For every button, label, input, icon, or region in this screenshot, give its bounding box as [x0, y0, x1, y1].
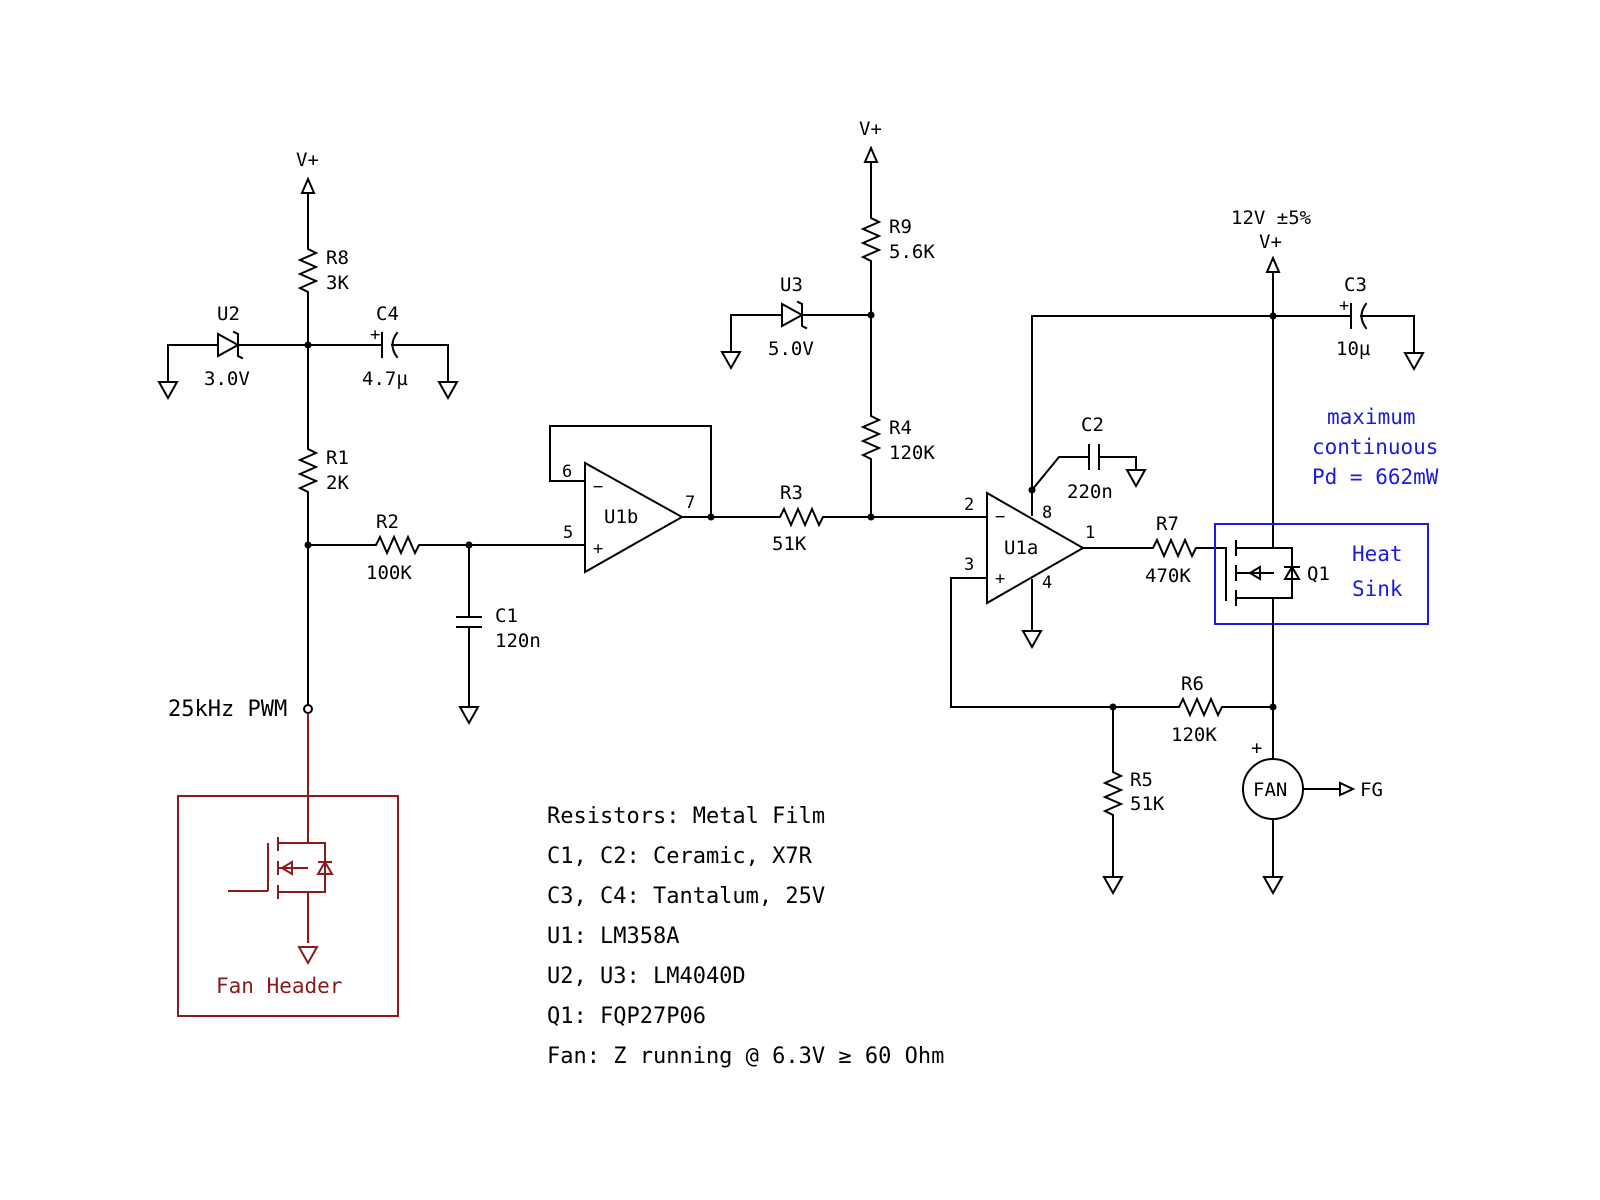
capacitor-c1: C1 120n [456, 544, 541, 724]
u1a-plus: + [995, 569, 1005, 589]
r1-value: 2K [326, 472, 349, 494]
c1-value: 120n [495, 630, 541, 652]
u1b-pin7: 7 [685, 493, 695, 513]
c4-ref: C4 [376, 303, 399, 325]
r2-ref: R2 [376, 511, 399, 533]
resistor-r3: R3 51K [710, 482, 872, 555]
r6-value: 120K [1171, 724, 1217, 746]
resistor-r6: R6 120K [1112, 673, 1274, 746]
resistor-r5: R5 51K [1102, 706, 1165, 894]
r7-ref: R7 [1156, 513, 1179, 535]
resistor-r1: R1 2K [297, 344, 349, 546]
c3-value: 10µ [1336, 338, 1370, 360]
r6-ref: R6 [1181, 673, 1204, 695]
fan-header-box [177, 795, 399, 1017]
component-notes: Resistors: Metal Film C1, C2: Ceramic, X… [547, 804, 944, 1069]
fan-label: FAN [1253, 779, 1287, 801]
resistor-r9: R9 5.6K [860, 211, 935, 316]
vplus-rail-left: V+ [296, 149, 319, 244]
note-c3-c4: C3, C4: Tantalum, 25V [547, 884, 825, 909]
c4-value: 4.7µ [362, 368, 408, 390]
capacitor-c3: + C3 10µ [1272, 274, 1424, 370]
u3-value: 5.0V [768, 338, 814, 360]
supply-12v-label: 12V ±5% [1231, 207, 1312, 229]
c2-value: 220n [1067, 481, 1113, 503]
u1b-plus: + [593, 539, 603, 559]
resistor-r2: R2 100K [307, 511, 470, 584]
opamp-u1a: − + U1a 2 3 8 4 1 [870, 315, 1114, 708]
heatsink-label-2: Sink [1352, 577, 1403, 601]
u1a-pin8: 8 [1042, 503, 1052, 523]
u1b-ref: U1b [604, 506, 638, 528]
r3-value: 51K [772, 533, 807, 555]
u1a-pin1: 1 [1085, 523, 1095, 543]
note-fan: Fan: Z running @ 6.3V ≥ 60 Ohm [547, 1044, 944, 1069]
junctions [304, 311, 1277, 711]
note-c1-c2: C1, C2: Ceramic, X7R [547, 844, 813, 869]
resistor-r4: R4 120K [860, 314, 935, 518]
heatsink-box [1214, 523, 1429, 625]
r7-value: 470K [1145, 565, 1191, 587]
vplus-label: V+ [296, 149, 319, 171]
fan-header: Fan Header [177, 713, 399, 1017]
c2-ref: C2 [1081, 414, 1104, 436]
mosfet-q1: Heat Sink Q1 [1214, 523, 1429, 708]
u2-value: 3.0V [204, 368, 250, 390]
note-u1: U1: LM358A [547, 924, 679, 949]
r2-value: 100K [366, 562, 412, 584]
u1b-pin6: 6 [562, 462, 572, 482]
u1a-pin2: 2 [964, 495, 974, 515]
r4-ref: R4 [889, 417, 912, 439]
c3-ref: C3 [1344, 274, 1367, 296]
c1-ref: C1 [495, 605, 518, 627]
note-resistors: Resistors: Metal Film [547, 804, 825, 829]
r4-value: 120K [889, 442, 935, 464]
vplus-label: V+ [1259, 231, 1282, 253]
supply-12v-rail: 12V ±5% V+ [1031, 207, 1312, 542]
u1b-minus: − [593, 477, 603, 497]
r8-value: 3K [326, 272, 349, 294]
r1-ref: R1 [326, 447, 349, 469]
dissipation-line-1: maximum [1327, 405, 1416, 429]
fan-plus: + [1251, 737, 1262, 759]
u1a-ref: U1a [1004, 537, 1038, 559]
heatsink-label-1: Heat [1352, 542, 1403, 566]
zener-u2: U2 3.0V [158, 303, 309, 399]
q1-ref: Q1 [1307, 563, 1330, 585]
capacitor-c2: C2 220n [1030, 414, 1146, 503]
resistor-r8: R8 3K [297, 242, 349, 346]
u1a-pin4: 4 [1042, 573, 1052, 593]
note-u2-u3: U2, U3: LM4040D [547, 964, 746, 989]
note-q1: Q1: FQP27P06 [547, 1004, 706, 1029]
pwm-input: 25kHz PWM [168, 544, 313, 722]
fan-header-label: Fan Header [216, 974, 342, 998]
u2-ref: U2 [217, 303, 240, 325]
r9-ref: R9 [889, 216, 912, 238]
r5-ref: R5 [1130, 769, 1153, 791]
capacitor-c4: + C4 4.7µ [307, 303, 458, 399]
zener-u3: U3 5.0V [721, 274, 872, 369]
r8-ref: R8 [326, 247, 349, 269]
u1a-minus: − [995, 507, 1005, 527]
vplus-label: V+ [859, 118, 882, 140]
dissipation-line-2: continuous [1312, 435, 1438, 459]
r5-value: 51K [1130, 793, 1165, 815]
resistor-r7: R7 470K [1082, 513, 1227, 587]
vplus-rail-middle: V+ [859, 118, 882, 213]
c3-plus: + [1339, 296, 1349, 316]
r9-value: 5.6K [889, 241, 935, 263]
fan-motor: + FAN FG [1242, 706, 1383, 894]
c4-plus: + [370, 325, 380, 345]
pwm-label: 25kHz PWM [168, 697, 287, 722]
r3-ref: R3 [780, 482, 803, 504]
opamp-u1b: − + U1b 6 5 7 [468, 425, 712, 574]
fan-fg-label: FG [1360, 779, 1383, 801]
u3-ref: U3 [780, 274, 803, 296]
u1a-pin3: 3 [964, 555, 974, 575]
u1b-pin5: 5 [563, 523, 573, 543]
dissipation-note: maximum continuous Pd = 662mW [1312, 405, 1439, 489]
dissipation-line-3: Pd = 662mW [1312, 465, 1439, 489]
